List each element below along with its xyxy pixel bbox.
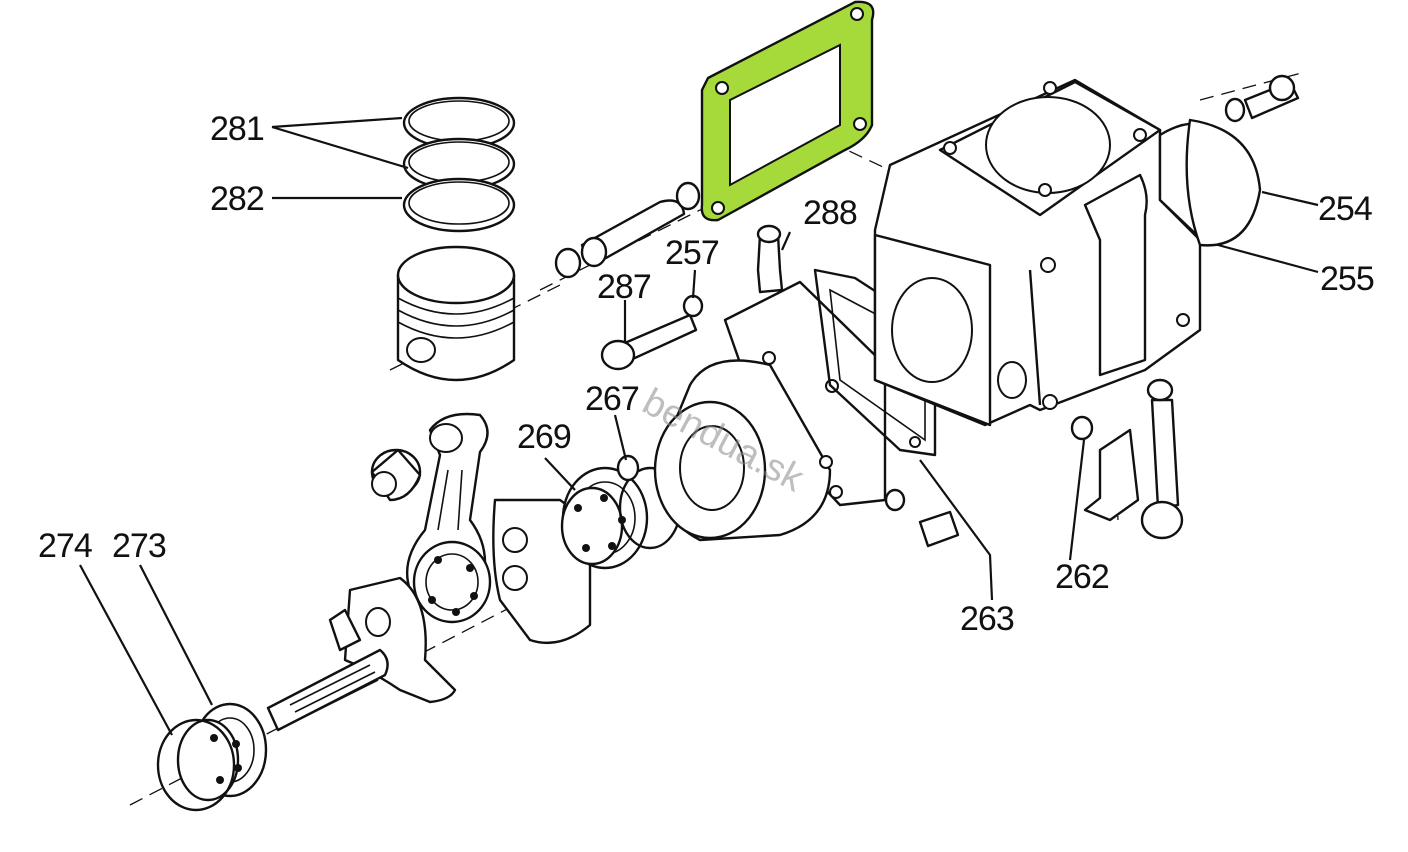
callout-282: 282: [210, 180, 264, 218]
piston: [396, 245, 516, 382]
callout-287: 287: [597, 268, 651, 306]
callout-269: 269: [517, 418, 571, 456]
wrist-pin: [554, 181, 701, 279]
callout-254: 254: [1318, 190, 1372, 228]
callout-263: 263: [960, 600, 1014, 638]
callouts: 281 282 287 257 288 254 255 267 269 274 …: [38, 110, 1375, 638]
piston-rings: [402, 96, 516, 233]
hardware: [600, 74, 1300, 548]
callout-274: 274: [38, 527, 92, 565]
highlighted-gasket: [700, 0, 875, 222]
crankcase: [873, 78, 1252, 427]
leader-lines: [79, 116, 1319, 736]
callout-281: 281: [210, 110, 264, 148]
callout-262: 262: [1055, 558, 1109, 596]
callout-255: 255: [1320, 260, 1374, 298]
main-bearing: [560, 454, 682, 570]
callout-267: 267: [585, 380, 639, 418]
callout-273: 273: [112, 527, 166, 565]
callout-288: 288: [803, 194, 857, 232]
callout-257: 257: [665, 234, 719, 272]
connecting-rod: [370, 412, 492, 624]
crank-bearing: [156, 702, 268, 812]
